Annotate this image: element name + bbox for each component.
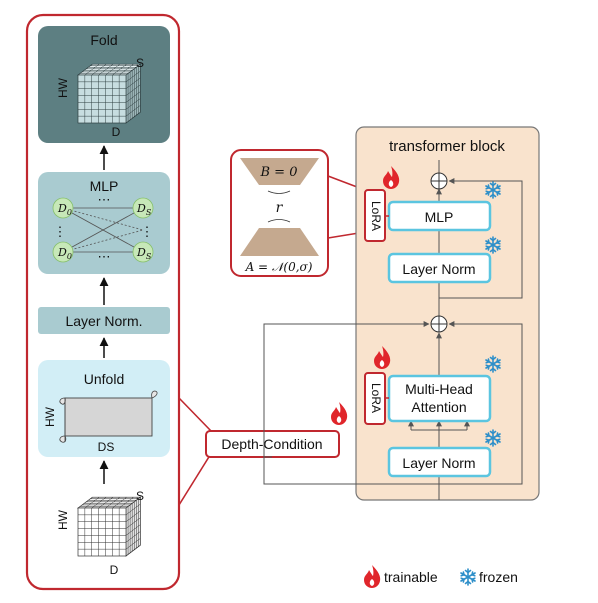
lora-label: LoRA bbox=[369, 383, 383, 413]
flame-icon bbox=[331, 402, 348, 425]
mlp-node-label: DS bbox=[136, 202, 152, 217]
depth-condition-label: Depth-Condition bbox=[221, 436, 322, 452]
legend-frozen: frozen bbox=[479, 569, 518, 585]
mlp-node-label: DS bbox=[136, 246, 152, 261]
unfold-ds-label: DS bbox=[98, 440, 115, 454]
fold-cube-icon bbox=[76, 63, 142, 124]
mlp-ellipsis: ⋯ bbox=[98, 192, 111, 207]
input-cube-icon bbox=[76, 496, 142, 557]
add-node bbox=[430, 172, 448, 190]
mlp-vdots: ⋮ bbox=[54, 224, 67, 239]
fold-d-label: D bbox=[112, 125, 121, 139]
mlp-node bbox=[52, 197, 74, 219]
left-layer-norm-block: Layer Norm. bbox=[38, 307, 170, 334]
mlp-title: MLP bbox=[90, 178, 119, 194]
transformer-layer-norm-bottom-label: Layer Norm bbox=[402, 455, 475, 471]
fold-hw-label: HW bbox=[56, 77, 70, 98]
unfold-hw-label: HW bbox=[43, 406, 57, 427]
lora-b-equation: B = 0 bbox=[260, 165, 298, 180]
lora-detail-panel: B = 0 r A = 𝒩(0,σ) bbox=[230, 149, 329, 277]
transformer-title: transformer block bbox=[389, 138, 505, 155]
transformer-mha-line1: Multi-Head bbox=[405, 381, 473, 397]
depth-condition-box: Depth-Condition bbox=[205, 430, 340, 458]
input-hw-label: HW bbox=[56, 509, 70, 530]
legend-trainable: trainable bbox=[384, 569, 438, 585]
add-node bbox=[430, 315, 448, 333]
unfold-scroll-icon bbox=[59, 390, 158, 443]
mlp-node bbox=[52, 241, 74, 263]
input-s-label: S bbox=[136, 489, 144, 503]
mlp-node bbox=[132, 197, 154, 219]
fold-title: Fold bbox=[90, 32, 117, 48]
unfold-block: Unfold HW DS bbox=[38, 360, 170, 457]
mlp-node-label: D0 bbox=[57, 202, 72, 217]
mlp-node-label: D0 bbox=[57, 246, 72, 261]
fold-block: Fold HW S D bbox=[38, 26, 170, 143]
transformer-mlp-label: MLP bbox=[425, 209, 454, 225]
left-layer-norm-label: Layer Norm. bbox=[65, 313, 142, 329]
lora-rank-label: r bbox=[276, 200, 284, 216]
mlp-block: MLP D0 D0 DS DS ⋯ ⋯ ⋮ ⋮ bbox=[38, 172, 170, 274]
transformer-block: transformer block bbox=[263, 126, 540, 501]
snowflake-icon bbox=[460, 568, 476, 586]
lora-a-equation: A = 𝒩(0,σ) bbox=[245, 260, 313, 274]
transformer-layer-norm-top-label: Layer Norm bbox=[402, 261, 475, 277]
transformer-layer-norm-top bbox=[387, 252, 492, 284]
connector-left-to-depth bbox=[178, 397, 213, 433]
mlp-ellipsis: ⋯ bbox=[98, 249, 111, 264]
mlp-vdots: ⋮ bbox=[141, 224, 154, 239]
unfold-title: Unfold bbox=[84, 371, 124, 387]
left-panel-frame bbox=[25, 13, 181, 591]
transformer-mha-line2: Attention bbox=[411, 399, 466, 415]
input-d-label: D bbox=[110, 563, 119, 577]
transformer-layer-norm-bottom bbox=[387, 446, 492, 478]
lora-label: LoRA bbox=[369, 201, 383, 231]
connector-left-to-depth bbox=[178, 451, 213, 506]
legend: trainable frozen bbox=[364, 565, 518, 588]
fold-s-label: S bbox=[136, 56, 144, 70]
mlp-node bbox=[132, 241, 154, 263]
flame-icon bbox=[364, 565, 381, 588]
